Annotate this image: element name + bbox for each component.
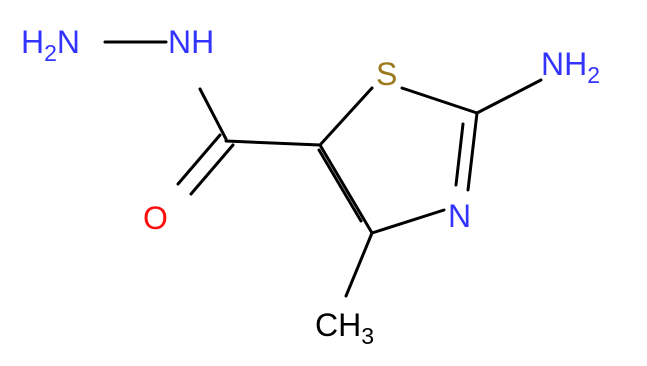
bond-c4-ch3 bbox=[344, 231, 374, 298]
atom-hydrazine-nh2: H2N bbox=[21, 24, 80, 66]
atom-carbonyl-o: O bbox=[143, 200, 168, 236]
bond-c4-c5-2 bbox=[317, 148, 363, 223]
bond-c2-n3-2 bbox=[454, 122, 465, 187]
bond-c-o-2 bbox=[189, 143, 235, 196]
bonds bbox=[103, 40, 543, 298]
bond-c2-nh2 bbox=[475, 78, 543, 115]
atom-hydrazine-nh: NH bbox=[168, 24, 214, 60]
bond-n3-c4 bbox=[370, 208, 446, 235]
bond-c-c5 bbox=[224, 139, 322, 147]
bond-c-o-1 bbox=[176, 133, 222, 186]
atom-ring-s: S bbox=[376, 56, 397, 92]
atom-ring-n: N bbox=[448, 198, 471, 234]
bond-s-c2 bbox=[400, 86, 479, 115]
atom-methyl: CH3 bbox=[315, 307, 374, 349]
bond-nh-c bbox=[198, 87, 228, 141]
bond-c2-n3-1 bbox=[466, 111, 479, 192]
atom-amino-nh2: NH2 bbox=[541, 46, 600, 88]
bond-c5-s bbox=[318, 86, 374, 147]
bond-c4-c5-1 bbox=[318, 143, 374, 235]
